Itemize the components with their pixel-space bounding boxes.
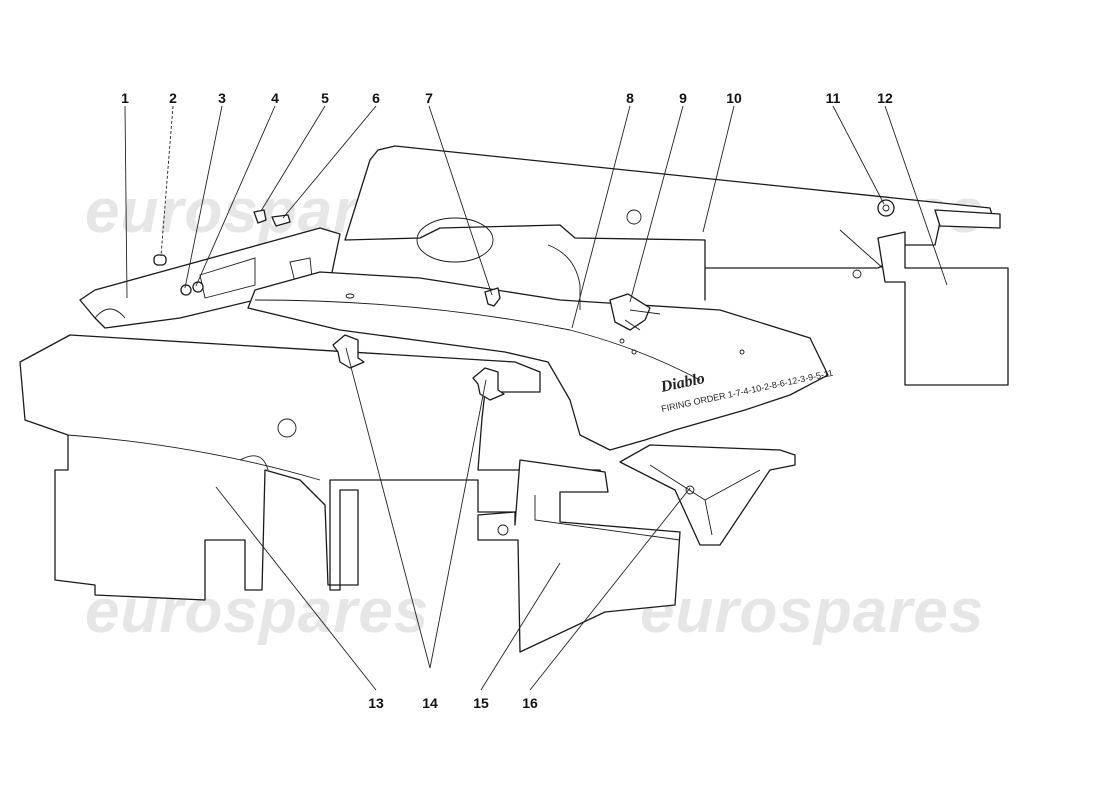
callout-number: 1	[121, 90, 129, 106]
callout-number: 2	[169, 90, 177, 106]
screw	[271, 214, 291, 227]
grommet	[153, 254, 167, 266]
leader-line	[529, 487, 691, 691]
wiring-connector	[609, 293, 651, 331]
leader-line	[184, 105, 223, 289]
callout-number: 15	[473, 695, 489, 711]
callout-number: 16	[522, 695, 538, 711]
washer	[192, 281, 204, 293]
center-shroud-panel	[477, 459, 681, 653]
cover-bolt-hole	[619, 338, 625, 344]
engine-cover	[247, 271, 829, 451]
callout-number: 13	[368, 695, 384, 711]
side-brace-web	[649, 464, 761, 536]
screw	[253, 209, 267, 224]
callout-number: 10	[726, 90, 742, 106]
rail-edge	[94, 308, 126, 319]
watermark: eurospares	[640, 577, 984, 646]
bracket	[472, 367, 505, 401]
callout-number: 14	[422, 695, 438, 711]
leader-line	[345, 347, 431, 669]
leader-line	[282, 105, 377, 219]
callout-number: 9	[679, 90, 687, 106]
wiring-lead	[624, 309, 661, 331]
side-brace	[619, 444, 796, 546]
bulkhead-hole	[626, 209, 642, 225]
rail-cutout	[199, 257, 256, 299]
shroud-inner-edge	[239, 455, 269, 471]
callout-number: 4	[271, 90, 279, 106]
callout-number: 5	[321, 90, 329, 106]
leader-line	[702, 105, 735, 233]
leader-line	[832, 105, 885, 205]
callout-number: 8	[626, 90, 634, 106]
mount-grommet	[877, 199, 895, 217]
leader-line	[428, 105, 493, 296]
leader-line	[160, 105, 174, 257]
bulkhead-fold	[704, 229, 886, 300]
callout-number: 6	[372, 90, 380, 106]
clip	[484, 287, 501, 307]
engine-cover-plenum	[547, 244, 581, 310]
leader-line	[195, 105, 276, 287]
center-shroud-edge	[534, 495, 681, 541]
cover-bolt-hole	[345, 293, 355, 299]
leader-lines	[124, 105, 948, 691]
bracket	[332, 334, 365, 369]
leader-line	[629, 105, 684, 303]
shroud-hole	[277, 418, 297, 438]
leader-line	[429, 379, 487, 669]
rear-side-panel	[877, 231, 1009, 386]
leader-line	[480, 562, 561, 691]
brace-bolt-hole	[685, 485, 695, 495]
bulkhead-hole	[852, 269, 862, 279]
front-left-shroud	[19, 334, 606, 601]
callout-number: 7	[425, 90, 433, 106]
leader-line	[215, 486, 377, 691]
center-shroud-hole	[497, 524, 509, 536]
bulkhead-opening	[416, 217, 494, 263]
cover-bolt-hole	[739, 349, 745, 355]
leader-line	[571, 105, 631, 329]
washer	[180, 284, 192, 296]
leader-line	[884, 105, 948, 286]
leader-line	[260, 105, 326, 212]
shroud-fold	[67, 434, 321, 481]
rear-side-panel-flange	[934, 209, 1001, 229]
leader-line	[124, 105, 128, 299]
mount-grommet-center	[882, 204, 890, 212]
callout-number: 3	[218, 90, 226, 106]
callout-number: 12	[877, 90, 893, 106]
engine-cover-ridge	[254, 299, 701, 381]
callout-number: 11	[826, 90, 841, 106]
cover-bolt-hole	[631, 349, 637, 355]
